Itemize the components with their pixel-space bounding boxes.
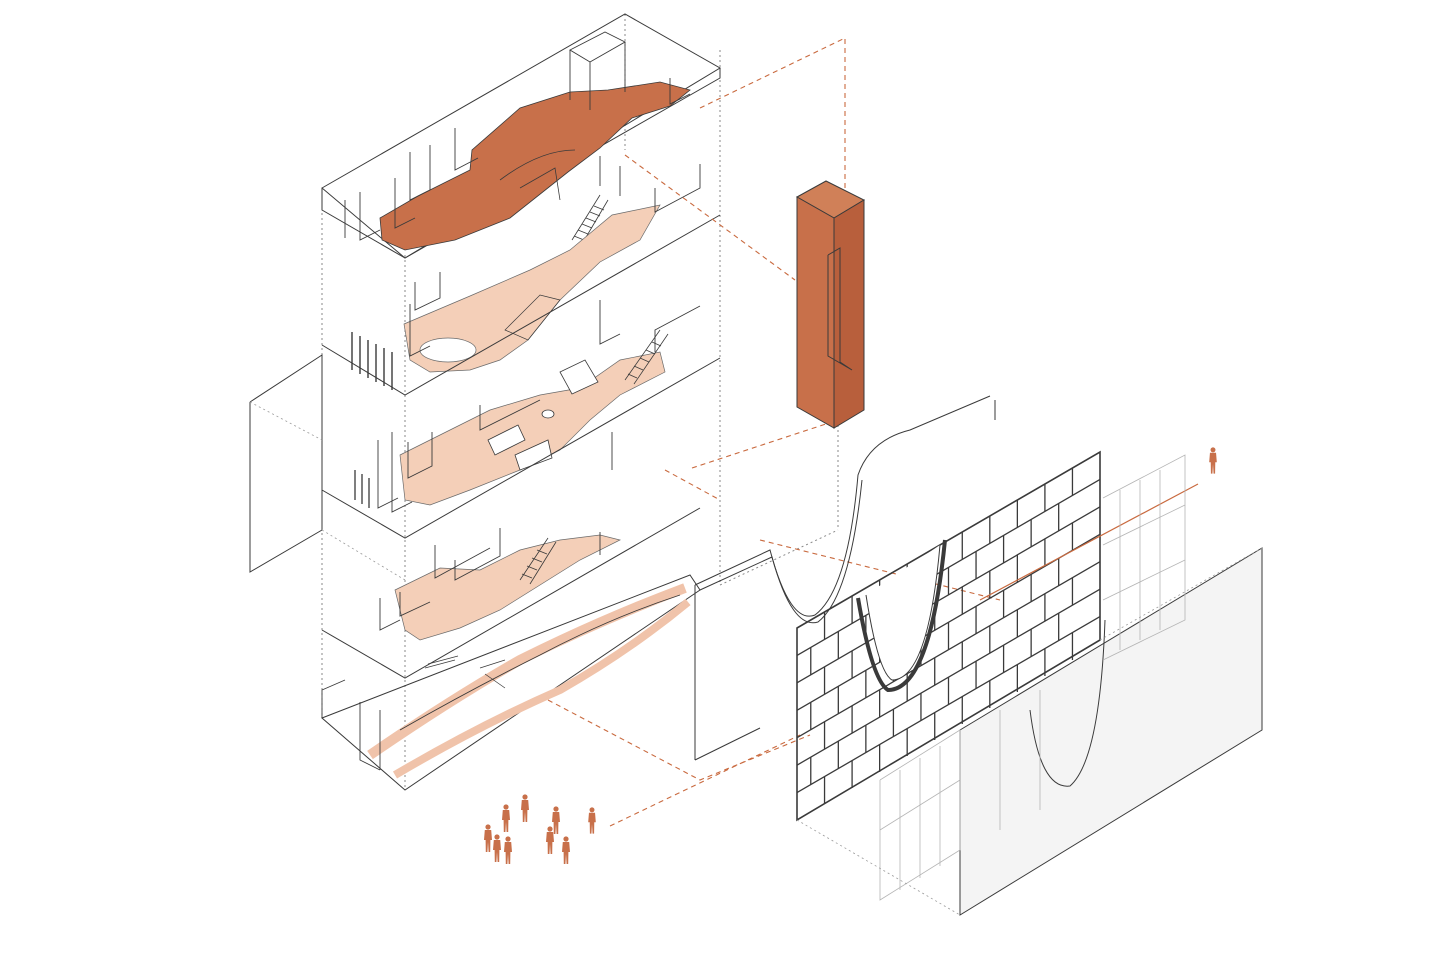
person-figure	[562, 836, 570, 864]
floor-plate-lower	[321, 507, 701, 679]
person-figure	[493, 834, 501, 862]
person-figure	[546, 826, 554, 854]
person-figure	[504, 836, 512, 864]
lone-pedestrian	[1209, 447, 1217, 474]
core-tower	[795, 180, 866, 429]
dashed-connectors	[547, 37, 1001, 827]
side-wall-left	[249, 354, 323, 573]
pedestrian-group	[484, 794, 596, 864]
facade-grid-screen	[796, 450, 1199, 822]
person-figure	[588, 807, 596, 834]
person-figure	[552, 806, 560, 834]
person-figure	[521, 794, 529, 822]
floor-plate-top	[321, 13, 721, 259]
person-figure	[1209, 447, 1217, 474]
person-figure	[502, 804, 510, 832]
back-wall-panel	[796, 454, 1263, 916]
floor-plate-ground	[321, 300, 721, 539]
ramp-level	[321, 574, 701, 791]
person-figure	[484, 824, 492, 852]
floor-plate-middle	[321, 156, 721, 396]
curved-facade-membrane	[694, 395, 996, 761]
